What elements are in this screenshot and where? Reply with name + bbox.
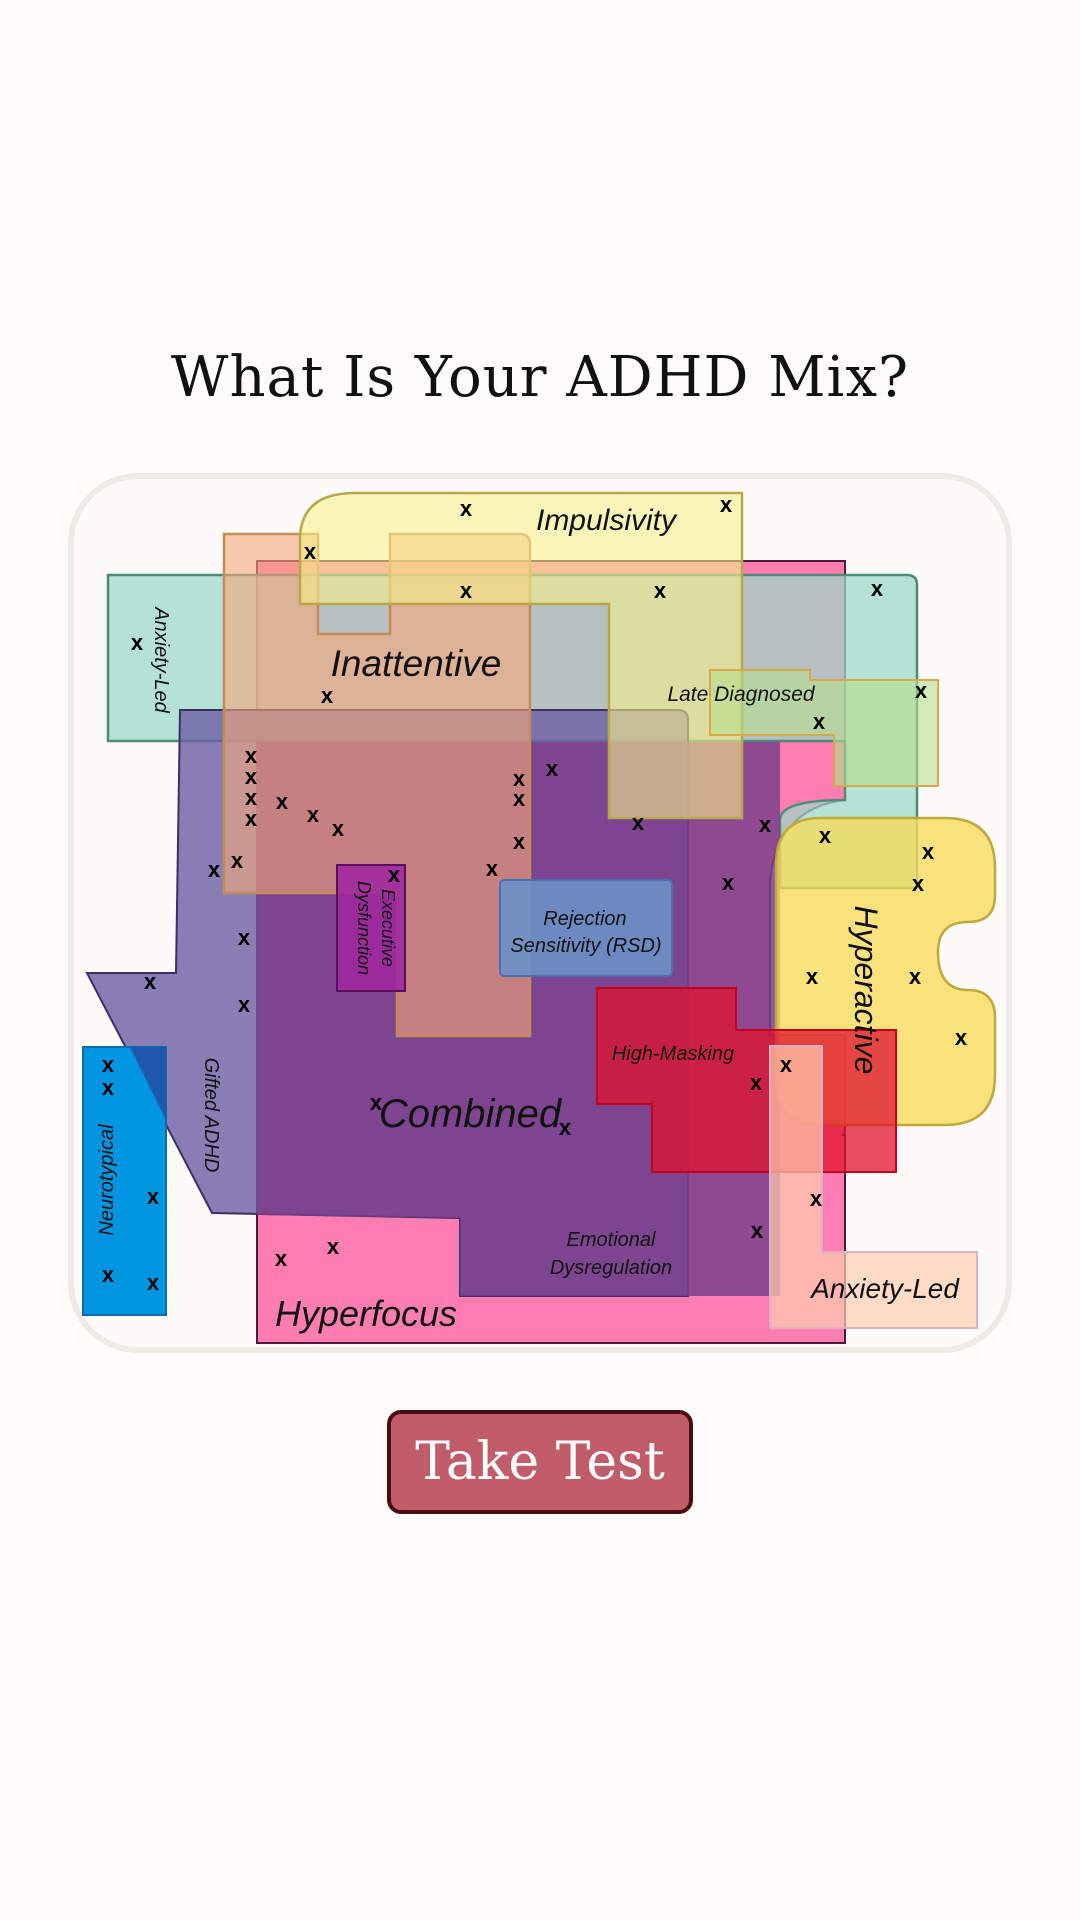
mark: x [546, 756, 559, 781]
mark: x [460, 496, 473, 521]
mark: x [327, 1234, 340, 1259]
mark: x [102, 1075, 115, 1100]
mark: x [810, 1186, 823, 1211]
mark: x [751, 1218, 764, 1243]
mark: x [806, 964, 819, 989]
region-neurotypical-overlap [130, 1047, 166, 1120]
label-inattentive: Inattentive [331, 643, 502, 684]
mark: x [559, 1115, 572, 1140]
take-test-button[interactable]: Take Test [387, 1410, 693, 1514]
mark: x [321, 683, 334, 708]
mark: x [722, 870, 735, 895]
page-title: What Is Your ADHD Mix? [170, 345, 910, 410]
label-neurotypical: Neurotypical [96, 1124, 118, 1236]
label-emotional-1: Emotional [567, 1229, 656, 1251]
mark: x [720, 492, 733, 517]
label-executive-dysfunction-1: Executive [378, 889, 398, 967]
mark: x [819, 823, 832, 848]
mark: x [513, 786, 526, 811]
mark: x [513, 829, 526, 854]
mark: x [245, 785, 258, 810]
mark: x [750, 1070, 763, 1095]
mark: x [332, 816, 345, 841]
label-hyperfocus: Hyperfocus [275, 1293, 457, 1334]
mark: x [304, 539, 317, 564]
mark: x [460, 578, 473, 603]
mark: x [654, 578, 667, 603]
mark: x [632, 810, 645, 835]
mark: x [780, 1052, 793, 1077]
mark: x [238, 925, 251, 950]
mark: x [102, 1262, 115, 1287]
mark: x [922, 839, 935, 864]
label-late-diagnosed: Late Diagnosed [667, 683, 815, 706]
label-combined: Combined [379, 1092, 563, 1136]
mark: x [102, 1052, 115, 1077]
mark: x [513, 766, 526, 791]
region-impulsivity[interactable] [298, 491, 744, 820]
label-impulsivity: Impulsivity [536, 504, 678, 537]
label-hyperactive: Hyperactive [848, 906, 884, 1075]
mark: x [147, 1270, 160, 1295]
mark: x [245, 743, 258, 768]
mark: x [871, 576, 884, 601]
region-rsd[interactable] [499, 879, 673, 977]
mark: x [909, 964, 922, 989]
region-late-diagnosed[interactable] [709, 669, 939, 787]
label-emotional-2: Dysregulation [550, 1257, 672, 1279]
mark: x [231, 848, 244, 873]
label-anxiety-led-right: Anxiety-Led [809, 1273, 960, 1304]
mark: x [147, 1184, 160, 1209]
mark: x [238, 992, 251, 1017]
mark: x [275, 1246, 288, 1271]
mark: x [307, 802, 320, 827]
mark: x [955, 1025, 968, 1050]
label-executive-dysfunction-2: Dysfunction [354, 881, 374, 975]
region-executive-dysfunction[interactable] [336, 864, 406, 992]
marks: x x x x x x x x x x x x x x x x x x x x … [102, 492, 968, 1295]
mark: x [131, 630, 144, 655]
label-high-masking: High-Masking [612, 1043, 734, 1065]
label-rsd-1: Rejection [543, 908, 626, 930]
label-anxiety-led-left: Anxiety-Led [150, 606, 172, 713]
mark: x [144, 969, 157, 994]
mark: x [276, 789, 289, 814]
mark: x [912, 871, 925, 896]
mark: x [245, 764, 258, 789]
label-rsd-2: Sensitivity (RSD) [510, 935, 661, 957]
mark: x [388, 862, 401, 887]
mark: x [915, 678, 928, 703]
mark: x [208, 857, 221, 882]
mark: x [245, 806, 258, 831]
region-anxiety-led-right[interactable] [769, 1045, 978, 1329]
mark: x [759, 812, 772, 837]
label-gifted-adhd: Gifted ADHD [200, 1058, 222, 1173]
mark: x [813, 709, 826, 734]
mark: x [370, 1090, 383, 1115]
mark: x [486, 856, 499, 881]
